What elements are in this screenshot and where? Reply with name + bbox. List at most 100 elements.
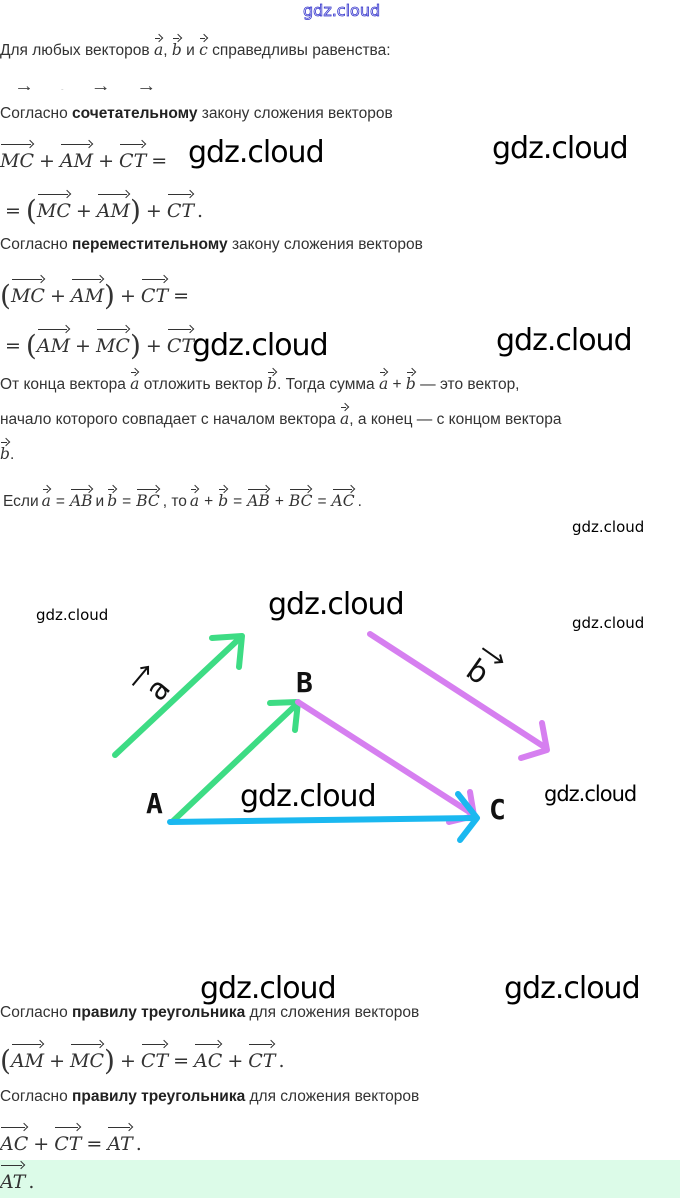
- operator: +: [49, 285, 66, 307]
- vector-at: AT: [107, 1125, 133, 1159]
- operator: +: [75, 200, 92, 222]
- operator: =: [5, 200, 21, 222]
- operator: =: [233, 493, 243, 510]
- parenthesis: ): [104, 279, 115, 312]
- text: Согласно: [0, 105, 68, 122]
- vector-a: a: [190, 487, 199, 511]
- operator: +: [33, 1133, 50, 1155]
- operator: +: [145, 335, 162, 357]
- bold-term: правилу треугольника: [72, 1088, 246, 1105]
- operator: =: [86, 1133, 103, 1155]
- parenthesis: ): [104, 1044, 115, 1077]
- operator: +: [39, 150, 55, 172]
- clipped-formula-line: → . → →: [14, 76, 167, 90]
- operator: +: [119, 285, 136, 307]
- vector-am: AM: [71, 277, 104, 311]
- watermark: gdz.cloud: [572, 614, 645, 632]
- operator: +: [145, 200, 162, 222]
- plus: +: [392, 376, 402, 393]
- vector-arrow-icon: [131, 665, 150, 686]
- vector-ac: AC: [194, 1042, 222, 1076]
- operator: +: [227, 1050, 244, 1072]
- vector-triangle-diagram: B A C a b: [112, 631, 550, 843]
- explain-line-1: От конца вектора a отложить вектор b. То…: [0, 370, 520, 395]
- vector-am: AM: [11, 1042, 44, 1076]
- vector-am: AM: [37, 327, 70, 361]
- vector-a: a: [379, 370, 388, 394]
- text: , то: [162, 493, 187, 510]
- vector-bc: BC: [136, 487, 160, 511]
- intro-line: Для любых векторов a, b и c справедливы …: [0, 36, 391, 61]
- operator: +: [119, 1050, 136, 1072]
- operator: =: [55, 493, 65, 510]
- vector-c: c: [199, 36, 208, 60]
- text: Если: [3, 493, 39, 510]
- operator: +: [75, 335, 91, 357]
- parenthesis: (: [25, 194, 37, 227]
- explain-line-2: начало которого совпадает с началом вект…: [0, 405, 561, 430]
- watermark-top: gdz.cloud: [303, 1, 381, 21]
- text: .: [197, 200, 204, 222]
- operator: =: [173, 1050, 190, 1072]
- watermark: gdz.cloud: [544, 782, 637, 806]
- text: .: [28, 1171, 35, 1193]
- vector-mc: MC: [37, 192, 71, 226]
- vector-at: AT: [0, 1163, 25, 1197]
- vector-mc: MC: [11, 277, 45, 311]
- vector-ac-arrow: [167, 791, 480, 843]
- text: .: [135, 1133, 142, 1155]
- watermark: gdz.cloud: [492, 131, 629, 166]
- operator: =: [122, 493, 132, 510]
- watermark: gdz.cloud: [188, 135, 325, 170]
- vector-b-arrow: [367, 631, 550, 761]
- triangle-rule-line-2: Согласно правилу треугольника для сложен…: [0, 1087, 419, 1107]
- parenthesis: ): [129, 329, 141, 362]
- vector-ct: CT: [167, 192, 194, 226]
- parenthesis: (: [25, 329, 37, 362]
- vector-ct: CT: [141, 1042, 168, 1076]
- bold-term: сочетательному: [72, 105, 198, 122]
- math-line: MC+AM+CT=: [0, 142, 172, 176]
- vector-ac: AC: [332, 487, 355, 511]
- text: Согласно: [0, 1004, 68, 1021]
- text: закону сложения векторов: [231, 236, 423, 253]
- vector-arrow-icon: [481, 647, 504, 664]
- parenthesis: ): [129, 194, 141, 227]
- vector-b-label: b: [459, 647, 504, 692]
- watermark: gdz.cloud: [496, 323, 633, 358]
- bold-term: переместительному: [72, 236, 228, 253]
- text: От конца вектора: [0, 376, 126, 393]
- vector-b: b: [406, 370, 416, 394]
- operator: +: [204, 493, 214, 510]
- watermark: gdz.cloud: [504, 971, 641, 1006]
- text: .: [278, 1050, 285, 1072]
- text: отложить вектор: [143, 376, 263, 393]
- watermark: gdz.cloud: [200, 971, 337, 1006]
- text: , а конец — с концом вектора: [349, 411, 562, 428]
- vector-a: a: [42, 487, 51, 511]
- text: Согласно: [0, 1088, 68, 1105]
- text: Для любых векторов: [0, 42, 150, 59]
- text: закону сложения векторов: [201, 105, 393, 122]
- text: для сложения векторов: [249, 1088, 420, 1105]
- vector-a: a: [154, 36, 163, 60]
- parenthesis: (: [0, 1044, 11, 1077]
- watermark: gdz.cloud: [36, 606, 109, 624]
- text: .: [9, 446, 15, 463]
- triangle-rule-line-1: Согласно правилу треугольника для сложен…: [0, 1003, 419, 1023]
- associative-law-line: Согласно сочетательному закону сложения …: [0, 104, 393, 124]
- vector-a-arrow: [112, 633, 245, 758]
- explain-line-3: b.: [0, 440, 14, 465]
- answer-math: AT.: [0, 1163, 37, 1197]
- math-line: =(MC+AM)+CT.: [0, 192, 206, 226]
- watermark: gdz.cloud: [192, 328, 329, 363]
- vector-ct: CT: [141, 277, 168, 311]
- parenthesis: (: [0, 279, 11, 312]
- math-line: (MC+AM)+CT=: [0, 277, 194, 311]
- answer-highlight: [0, 1160, 680, 1198]
- vector-b: b: [172, 36, 182, 60]
- math-line: =(AM+MC)+CT: [0, 327, 194, 361]
- text: для сложения векторов: [249, 1004, 420, 1021]
